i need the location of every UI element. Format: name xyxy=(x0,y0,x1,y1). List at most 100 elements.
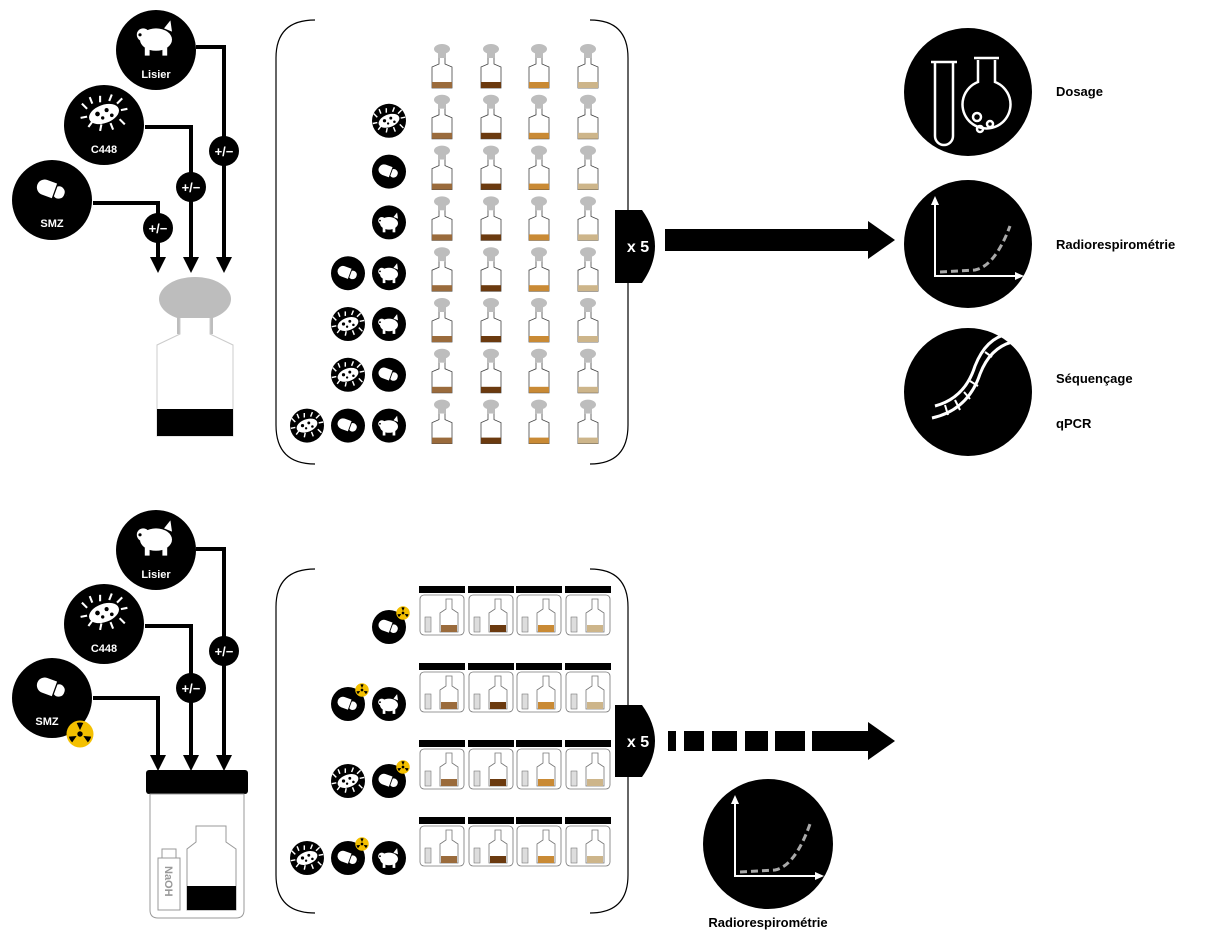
radiorespirometry-microcosm xyxy=(467,585,515,636)
pill-icon xyxy=(372,764,406,798)
microcosm-vial xyxy=(480,145,502,191)
pill-icon xyxy=(372,154,406,189)
svg-text:+/−: +/− xyxy=(182,681,201,696)
bacterium-icon xyxy=(290,408,324,443)
microcosm-vial xyxy=(431,43,453,89)
radiorespirometry-microcosm xyxy=(515,739,563,790)
svg-text:SMZ: SMZ xyxy=(35,716,59,728)
bottom-panel: Lisier C448 SMZ +/− +/− xyxy=(12,510,895,930)
smz-input: SMZ xyxy=(12,160,92,240)
top-connectors xyxy=(93,45,232,273)
top-output-arrow xyxy=(665,221,895,259)
c448-label: C448 xyxy=(91,144,117,156)
bottom-treatment-icons xyxy=(290,606,410,875)
svg-text:+/−: +/− xyxy=(182,180,201,195)
bacterium-icon xyxy=(290,841,324,875)
microcosm-vial xyxy=(528,246,550,292)
radiorespirometry-microcosm xyxy=(418,816,466,867)
radioactive-icon xyxy=(355,837,369,851)
microcosm-vial xyxy=(577,297,599,343)
curve-icon xyxy=(703,779,833,909)
treatment-row xyxy=(431,195,599,241)
microcosm-vial xyxy=(528,297,550,343)
svg-text:Lisier: Lisier xyxy=(141,569,171,581)
smz-input-bottom: SMZ xyxy=(12,658,94,748)
treatment-row xyxy=(431,43,599,89)
bacterium-icon xyxy=(331,357,365,392)
microcosm-vial xyxy=(577,145,599,191)
plus-minus-badges-bottom: +/− +/− xyxy=(176,636,239,703)
dna-icon xyxy=(904,328,1032,456)
bacterium-icon xyxy=(331,764,365,798)
microcosm-vial xyxy=(431,348,453,394)
radiorespirometry-microcosm xyxy=(564,585,612,636)
top-treatment-icons xyxy=(290,103,406,443)
treatment-row xyxy=(418,662,612,713)
microcosm-vial xyxy=(431,246,453,292)
qpcr-label: qPCR xyxy=(1056,416,1092,431)
radiorespirometry-jar: NaOH xyxy=(146,770,248,919)
treatment-row xyxy=(418,739,612,790)
microcosm-vial xyxy=(480,94,502,140)
microcosm-vial xyxy=(480,399,502,445)
lisier-input: Lisier xyxy=(116,10,196,90)
top-panel: Lisier C448 SMZ +/− +/− +/− xyxy=(12,10,1175,465)
radiorespirometry-label: Radiorespirométrie xyxy=(1056,237,1175,252)
curve-icon xyxy=(904,180,1032,308)
radiorespirometry-label-bottom: Radiorespirométrie xyxy=(708,915,827,930)
radiorespirometry-microcosm xyxy=(467,816,515,867)
radiorespirometry-microcosm xyxy=(515,585,563,636)
bottom-bracket-left xyxy=(275,568,316,914)
pig-icon xyxy=(372,205,406,240)
microcosm-vial xyxy=(431,145,453,191)
radioactive-icon xyxy=(396,760,410,774)
pig-icon xyxy=(372,307,406,341)
radiorespirometry-microcosm xyxy=(418,739,466,790)
smz-label: SMZ xyxy=(40,218,64,230)
radiorespirometry-microcosm xyxy=(564,816,612,867)
microcosm-vial xyxy=(431,399,453,445)
bottom-output-arrow-dashed xyxy=(668,722,895,760)
c448-input-bottom: C448 xyxy=(64,584,144,664)
microcosm-vial xyxy=(577,399,599,445)
microcosm-vial xyxy=(480,43,502,89)
microcosm-vial xyxy=(480,195,502,241)
microcosm-vial xyxy=(577,43,599,89)
svg-text:+/−: +/− xyxy=(215,144,234,159)
microcosm-vial xyxy=(528,348,550,394)
pig-icon xyxy=(372,841,406,875)
microcosm-bottle xyxy=(156,277,234,437)
microcosm-vial xyxy=(528,43,550,89)
lisier-label: Lisier xyxy=(141,69,171,81)
labware-icon xyxy=(904,28,1032,156)
svg-text:+/−: +/− xyxy=(215,644,234,659)
svg-text:+/−: +/− xyxy=(149,221,168,236)
bottom-connectors xyxy=(93,547,232,771)
radiorespirometry-microcosm xyxy=(467,662,515,713)
microcosm-vial xyxy=(431,297,453,343)
treatment-row xyxy=(431,145,599,191)
bacterium-icon xyxy=(331,307,365,341)
radiorespirometry-output: Radiorespirométrie xyxy=(904,180,1175,308)
svg-text:C448: C448 xyxy=(91,643,117,655)
treatment-row xyxy=(418,816,612,867)
microcosm-vial xyxy=(577,348,599,394)
lisier-input-bottom: Lisier xyxy=(116,510,196,590)
labware-icon-lines xyxy=(931,56,1012,147)
treatment-row xyxy=(418,585,612,636)
pill-icon xyxy=(372,357,406,392)
microcosm-vial xyxy=(577,195,599,241)
microcosm-vial xyxy=(431,94,453,140)
microcosm-vial xyxy=(528,145,550,191)
pig-icon xyxy=(372,408,406,443)
pig-icon xyxy=(372,256,406,291)
radiorespirometry-microcosm xyxy=(515,662,563,713)
treatment-row xyxy=(431,297,599,343)
radioactive-icon xyxy=(355,683,369,697)
top-bracket-left xyxy=(275,19,316,465)
bottom-jar-grid xyxy=(418,585,612,867)
replicate-tab-bottom: x 5 xyxy=(615,705,655,777)
sequencing-output: Séquençage qPCR xyxy=(904,328,1133,456)
radiorespirometry-microcosm xyxy=(564,739,612,790)
